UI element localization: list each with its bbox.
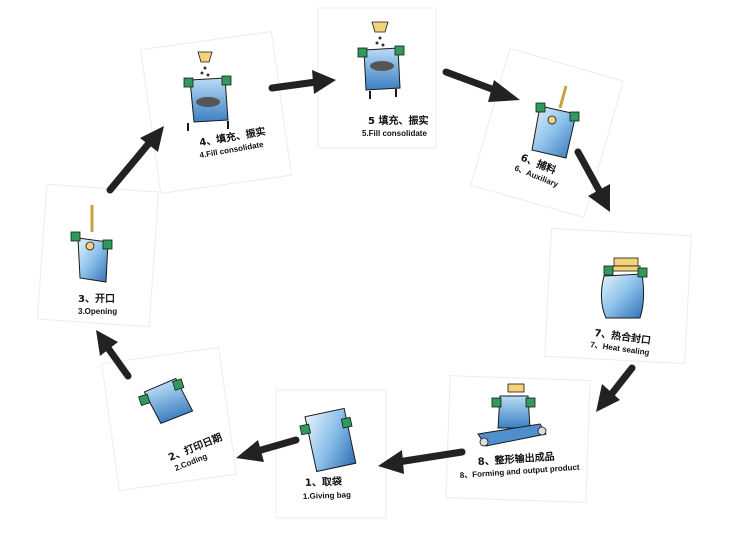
step-opening: 3、开口 3.Opening <box>36 183 160 328</box>
arrow-step3-to-step4-icon <box>106 126 164 194</box>
step-coding: 2、打印日期 2.Coding <box>101 346 237 492</box>
arrow-step6-to-step7-icon <box>574 148 610 212</box>
step-giving-bag-en-label: 1.Giving bag <box>303 490 351 501</box>
conveyor-bag-icon <box>477 383 547 447</box>
step-fill-consolidate-5: 5 填充、振实 5.Fill consolidate <box>317 7 437 149</box>
coding-bag-icon <box>138 377 194 424</box>
step-opening-cn-label: 3、开口 <box>78 293 115 305</box>
flow-arrows <box>96 68 636 474</box>
step-giving-bag-cn-label: 1、取袋 <box>305 475 343 489</box>
step-fill-consolidate-5-en-label: 5.Fill consolidate <box>362 129 427 138</box>
step-fill-consolidate-4: 4、填充、振实 4.Fill consolidate <box>140 30 293 195</box>
arrow-step4-to-step5-icon <box>268 70 336 94</box>
step-giving-bag: 1、取袋 1.Giving bag <box>275 389 387 519</box>
sealed-bag-icon <box>600 257 648 319</box>
step-fill-consolidate-5-cn-label: 5 填充、振实 <box>368 114 428 127</box>
filling-bag-icon <box>357 21 405 99</box>
step-auxiliary: 6、捕料 6、Auxiliary <box>470 47 624 219</box>
arrow-step2-to-step3-icon <box>96 330 132 380</box>
filling-bag-icon <box>183 51 232 131</box>
arrow-step8-to-step1-icon <box>378 448 466 474</box>
step-forming-output: 8、整形输出成品 8、Forming and output product <box>445 375 591 503</box>
step-opening-en-label: 3.Opening <box>78 307 117 316</box>
step-heat-sealing: 7、热合封口 7、Heat sealing <box>544 227 692 365</box>
flat-bag-icon <box>299 407 357 473</box>
auxiliary-bag-icon <box>531 85 580 159</box>
opening-bag-icon <box>70 205 113 283</box>
arrow-step7-to-step8-icon <box>596 364 636 412</box>
arrow-step1-to-step2-icon <box>236 436 300 462</box>
arrow-step5-to-step6-icon <box>442 68 520 102</box>
